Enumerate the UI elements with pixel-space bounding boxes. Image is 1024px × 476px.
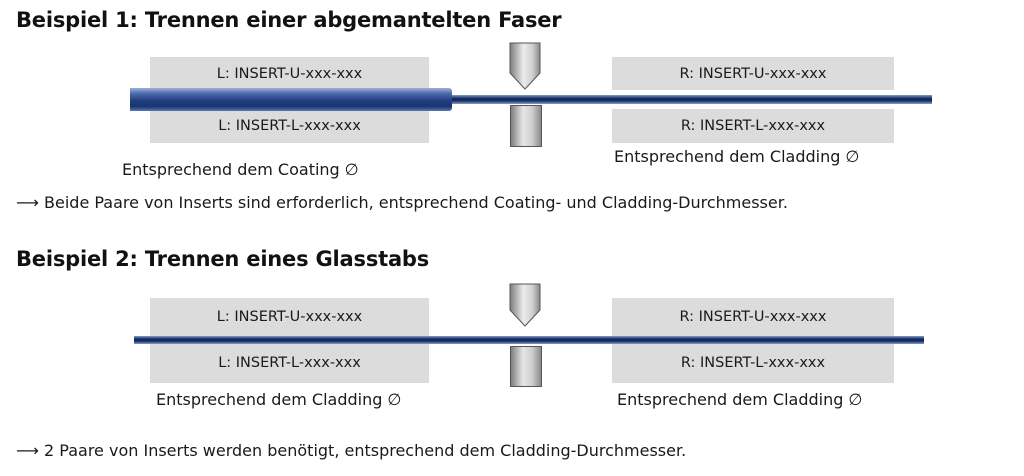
example1-stripped-fiber bbox=[440, 95, 932, 104]
example2-left-caption: Entsprechend dem Cladding ∅ bbox=[156, 390, 402, 409]
example1-right-caption: Entsprechend dem Cladding ∅ bbox=[614, 147, 860, 166]
example2-right-caption: Entsprechend dem Cladding ∅ bbox=[617, 390, 863, 409]
example1-left-lower-insert: L: INSERT-L-xxx-xxx bbox=[150, 109, 429, 143]
example1-note: ⟶ Beide Paare von Inserts sind erforderl… bbox=[16, 193, 788, 212]
example2-right-lower-insert: R: INSERT-L-xxx-xxx bbox=[612, 343, 894, 383]
example1-left-caption: Entsprechend dem Coating ∅ bbox=[122, 160, 359, 179]
example1-coated-fiber bbox=[130, 88, 452, 111]
example2-upper-blade-icon bbox=[509, 283, 541, 327]
example2-lower-anvil bbox=[510, 346, 542, 387]
example1-right-lower-insert: R: INSERT-L-xxx-xxx bbox=[612, 109, 894, 143]
example2-right-upper-insert: R: INSERT-U-xxx-xxx bbox=[612, 298, 894, 336]
example2-note: ⟶ 2 Paare von Inserts werden benötigt, e… bbox=[16, 441, 687, 460]
example2-title: Beispiel 2: Trennen eines Glasstabs bbox=[16, 247, 430, 271]
example1-left-upper-insert: L: INSERT-U-xxx-xxx bbox=[150, 57, 429, 90]
example2-left-lower-insert: L: INSERT-L-xxx-xxx bbox=[150, 343, 429, 383]
example1-title: Beispiel 1: Trennen einer abgemantelten … bbox=[16, 8, 562, 32]
example2-left-upper-insert: L: INSERT-U-xxx-xxx bbox=[150, 298, 429, 336]
example1-right-upper-insert: R: INSERT-U-xxx-xxx bbox=[612, 57, 894, 90]
example2-glass-rod bbox=[134, 336, 924, 344]
example1-lower-anvil bbox=[510, 105, 542, 147]
example1-upper-blade-icon bbox=[509, 42, 541, 90]
